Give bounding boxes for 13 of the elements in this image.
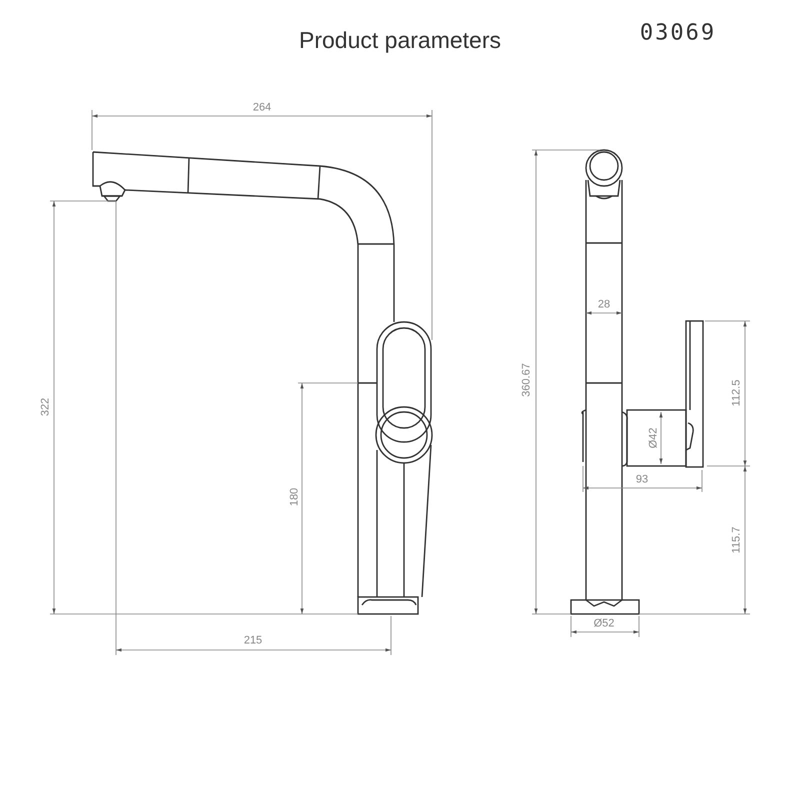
dimension-value: 180 — [290, 486, 300, 508]
dimension-value: Ø42 — [648, 426, 660, 450]
dimension-value: 28 — [596, 300, 612, 310]
dimension-value: Ø52 — [592, 618, 616, 630]
model-number: 03069 — [640, 20, 716, 48]
dimension-value: 112.5 — [732, 378, 742, 408]
dimension-value: 360.67 — [522, 362, 532, 398]
dimension-value: 115.7 — [732, 526, 742, 554]
dimension-value: 215 — [242, 636, 264, 646]
title: Product parameters — [299, 26, 501, 55]
dimension-value: 264 — [252, 102, 272, 114]
dimension-value: 322 — [40, 396, 52, 418]
dimension-value: 93 — [634, 474, 650, 486]
